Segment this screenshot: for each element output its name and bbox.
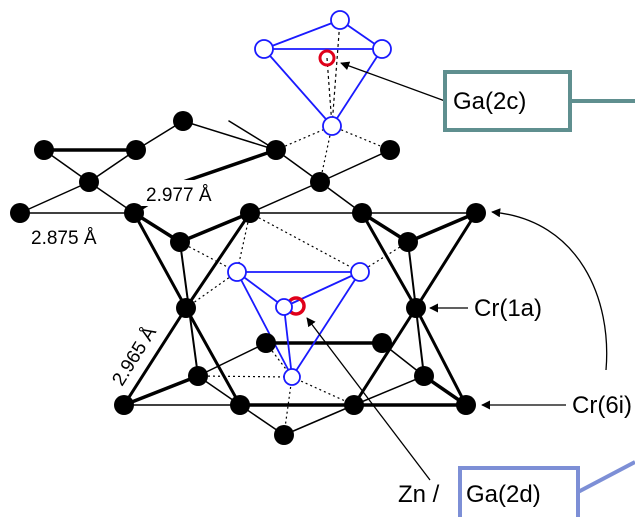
- distance-label-1: 2.977 Å: [146, 185, 212, 206]
- ga-2d-label-box: [458, 466, 580, 517]
- distance-label-3: 2.965 Å: [108, 323, 161, 390]
- cr-lattice-bonds: [19, 120, 478, 436]
- ga-2c-label: Ga(2c): [453, 88, 526, 115]
- cr-atoms: [10, 111, 486, 445]
- cr-1a-label: Cr(1a): [474, 295, 542, 322]
- ga-2d-tetrahedron: [227, 262, 370, 386]
- cr-6i-label: Cr(6i): [572, 392, 632, 419]
- ga-2c-atom: [318, 49, 336, 67]
- ga-2c-label-box: [443, 70, 572, 132]
- ga-2c-tetrahedron: [254, 10, 392, 136]
- zn-label: Zn /: [398, 481, 440, 508]
- ga-2d-front-atom: [275, 298, 293, 316]
- ga-2d-label: Ga(2d): [466, 481, 541, 508]
- distance-label-2: 2.875 Å: [31, 228, 97, 249]
- ga-2d-connector: [577, 460, 635, 494]
- annotation-arrows: [306, 61, 608, 481]
